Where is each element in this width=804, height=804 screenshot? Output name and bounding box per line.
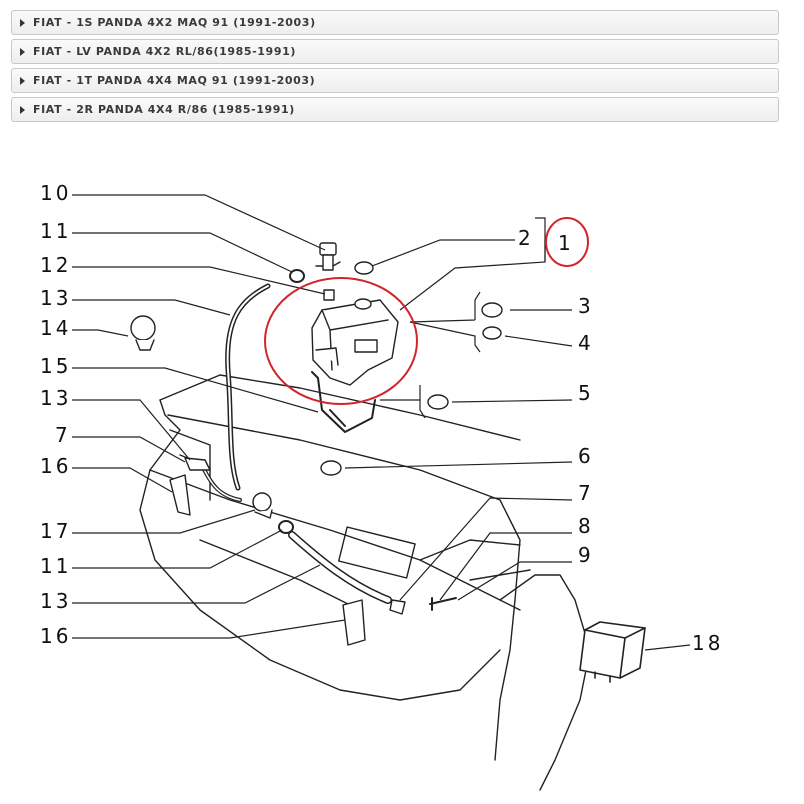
nut-6 xyxy=(320,460,342,476)
car-side-outline xyxy=(419,539,531,581)
connector-7 xyxy=(184,457,211,471)
parts-exploded-diagram: 10 11 12 13 14 15 13 7 16 17 11 13 16 2 … xyxy=(40,181,723,791)
callout-left-7: 13 xyxy=(40,386,71,410)
callout-left-5: 14 xyxy=(40,316,71,340)
clip-16-lower xyxy=(342,599,366,646)
screw-9 xyxy=(429,597,457,611)
license-plate-outline xyxy=(337,526,416,579)
nut-5 xyxy=(427,394,449,410)
accordion-item-label: FIAT - 1T PANDA 4X4 MAQ 91 (1991-2003) xyxy=(33,74,316,87)
callout-right-2: 1 xyxy=(558,231,574,255)
accordion-item-lv-panda-4x2[interactable]: FIAT - LV PANDA 4X2 RL/86(1985-1991) xyxy=(11,39,779,64)
car-grille-outline xyxy=(167,414,521,601)
car-bumper-outline xyxy=(149,469,521,611)
callout-right-8: 8 xyxy=(578,514,594,538)
highlight-ellipse-reservoir xyxy=(264,277,418,405)
grommet xyxy=(323,289,335,301)
accordion-item-label: FIAT - 2R PANDA 4X4 R/86 (1985-1991) xyxy=(33,103,295,116)
caret-right-icon xyxy=(20,76,25,85)
callout-left-6: 15 xyxy=(40,354,71,378)
hose-clip xyxy=(289,269,305,283)
vehicle-model-accordion: FIAT - 1S PANDA 4X2 MAQ 91 (1991-2003) F… xyxy=(11,10,779,126)
accordion-item-1s-panda-4x2[interactable]: FIAT - 1S PANDA 4X2 MAQ 91 (1991-2003) xyxy=(11,10,779,35)
car-wheel-arch xyxy=(494,599,516,761)
caret-right-icon xyxy=(20,18,25,27)
callout-right-5: 5 xyxy=(578,381,594,405)
caret-right-icon xyxy=(20,47,25,56)
callout-right-1: 2 xyxy=(518,226,534,250)
nut-2 xyxy=(354,261,374,275)
callout-right-10: 18 xyxy=(692,631,723,655)
callout-left-4: 13 xyxy=(40,286,71,310)
washer-4 xyxy=(482,326,502,340)
accordion-item-label: FIAT - 1S PANDA 4X2 MAQ 91 (1991-2003) xyxy=(33,16,316,29)
accordion-item-label: FIAT - LV PANDA 4X2 RL/86(1985-1991) xyxy=(33,45,296,58)
hose-upper-inner xyxy=(226,285,269,489)
relay-18 xyxy=(579,621,646,683)
car-fender-outline xyxy=(499,574,591,791)
callout-right-9: 9 xyxy=(578,543,594,567)
callout-left-1: 10 xyxy=(40,181,71,205)
callout-left-9: 16 xyxy=(40,454,71,478)
hose-upper xyxy=(225,283,271,491)
washer-reservoir xyxy=(311,298,399,386)
callout-right-6: 6 xyxy=(578,444,594,468)
accordion-item-2r-panda-4x4[interactable]: FIAT - 2R PANDA 4X4 R/86 (1985-1991) xyxy=(11,97,779,122)
car-front-outline xyxy=(139,399,501,701)
callout-right-4: 4 xyxy=(578,331,594,355)
callout-left-13: 16 xyxy=(40,624,71,648)
callout-left-12: 13 xyxy=(40,589,71,613)
callout-labels-right: 2 1 3 4 5 6 7 8 9 18 xyxy=(518,226,723,655)
callout-right-7: 7 xyxy=(578,481,594,505)
washer-pump xyxy=(315,242,341,271)
hose-clip-lower xyxy=(278,520,294,534)
hose-lower-inner xyxy=(289,532,391,603)
hose-clip-14 xyxy=(130,315,156,351)
highlight-annotations xyxy=(264,217,589,405)
highlight-circle-callout xyxy=(545,217,589,267)
callout-left-10: 17 xyxy=(40,519,71,543)
callout-left-3: 12 xyxy=(40,253,71,277)
nut-3 xyxy=(481,302,503,318)
callout-left-11: 11 xyxy=(40,554,71,578)
accordion-item-1t-panda-4x4[interactable]: FIAT - 1T PANDA 4X4 MAQ 91 (1991-2003) xyxy=(11,68,779,93)
car-lower-outline xyxy=(199,539,361,611)
washer-nozzle xyxy=(252,492,273,519)
reservoir-bracket xyxy=(311,371,376,433)
callout-left-8: 7 xyxy=(55,423,71,447)
connector-7-lower xyxy=(389,599,406,615)
callout-left-2: 11 xyxy=(40,219,71,243)
callout-labels-left: 10 11 12 13 14 15 13 7 16 17 11 13 16 xyxy=(40,181,71,648)
caret-right-icon xyxy=(20,105,25,114)
callout-right-3: 3 xyxy=(578,294,594,318)
car-hood-outline xyxy=(159,374,521,441)
clip-16-upper xyxy=(169,474,191,516)
